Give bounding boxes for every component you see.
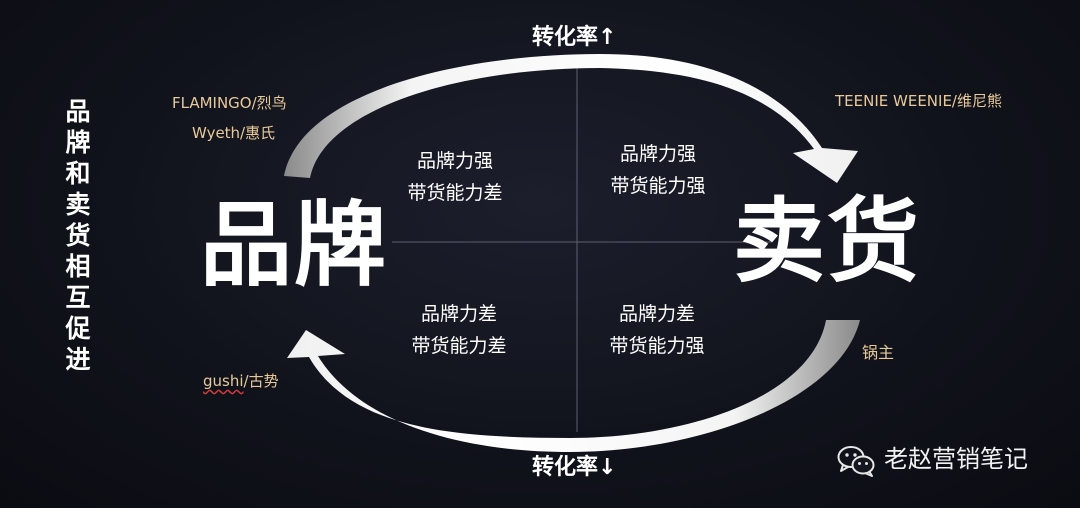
conversion-down-label: 转化率↓ (532, 455, 617, 480)
brand-example-flamingo: FLAMINGO/烈鸟 (172, 94, 287, 112)
quadrant-line: 品牌力差 (420, 303, 497, 325)
brand-gushi-latin: gushi (203, 372, 244, 390)
quadrant-line: 带货能力强 (609, 335, 705, 357)
quadrant-bottom-left: 品牌力差 带货能力差 (399, 298, 519, 362)
conversion-up-label: 转化率↑ (532, 25, 617, 50)
brand-gushi-chinese: /古势 (243, 372, 279, 390)
quadrant-bottom-right: 品牌力差 带货能力强 (597, 298, 717, 362)
brand-example-wyeth: Wyeth/惠氏 (192, 124, 276, 142)
brand-label: 品牌 (200, 192, 389, 299)
top-curved-arrow (284, 54, 858, 183)
quadrant-line: 品牌力差 (618, 303, 695, 325)
brand-example-teenie-weenie: TEENIE WEENIE/维尼熊 (835, 92, 1002, 110)
quadrant-line: 品牌力强 (619, 143, 696, 165)
wechat-icon (837, 446, 875, 477)
brand-example-gushi: gushi/古势 (203, 374, 279, 389)
quadrant-line: 带货能力差 (407, 182, 503, 204)
quadrant-line: 品牌力强 (416, 150, 493, 172)
quadrant-line: 带货能力差 (411, 335, 507, 357)
side-title: 品牌和卖货相互促进 (65, 97, 91, 374)
sales-label: 卖货 (733, 188, 922, 295)
brand-example-guozhu: 锅主 (862, 343, 895, 362)
bottom-curved-arrow (287, 320, 860, 452)
quadrant-top-left: 品牌力强 带货能力差 (395, 145, 515, 209)
quadrant-top-right: 品牌力强 带货能力强 (598, 138, 718, 202)
quadrant-line: 带货能力强 (610, 175, 706, 197)
account-name: 老赵营销笔记 (884, 445, 1028, 473)
